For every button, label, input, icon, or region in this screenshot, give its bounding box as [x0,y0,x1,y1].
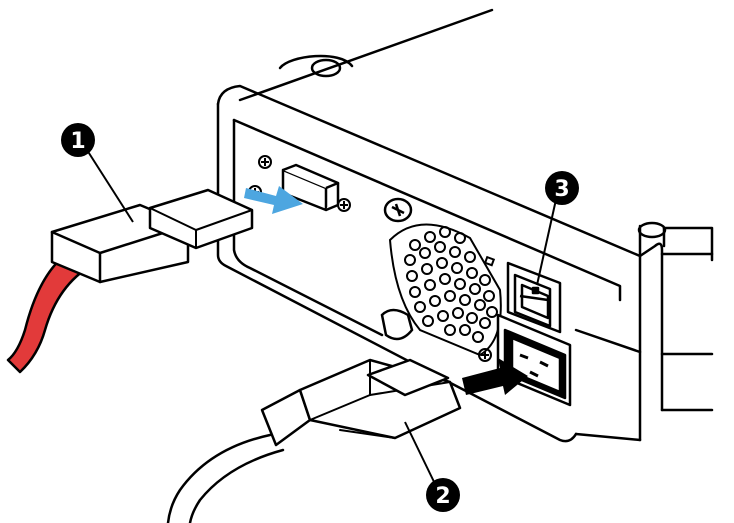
usb-port [281,163,340,212]
callout-3-label: 3 [554,177,569,202]
callout-3: 3 [545,171,579,205]
power-switch-icon[interactable] [506,261,562,334]
usb-port-screw [337,198,351,212]
usb-insert-arrow [244,186,303,214]
callout-leaders [86,149,558,489]
usb-cable-icon[interactable] [6,188,254,374]
callout-1-label: 1 [70,129,85,154]
power-cable-icon[interactable] [166,358,462,523]
panel-tab [380,308,414,341]
callout-2: 2 [426,478,460,512]
tape-drive [216,8,714,443]
callout-2-label: 2 [435,484,450,509]
callout-1: 1 [61,123,95,157]
socket-screw [478,348,492,362]
panel-screw-left [258,155,272,169]
mount-screw [383,197,413,223]
power-insert-arrow [462,358,528,395]
indicator-mark [483,255,496,267]
fan-vent-icon [388,223,502,357]
